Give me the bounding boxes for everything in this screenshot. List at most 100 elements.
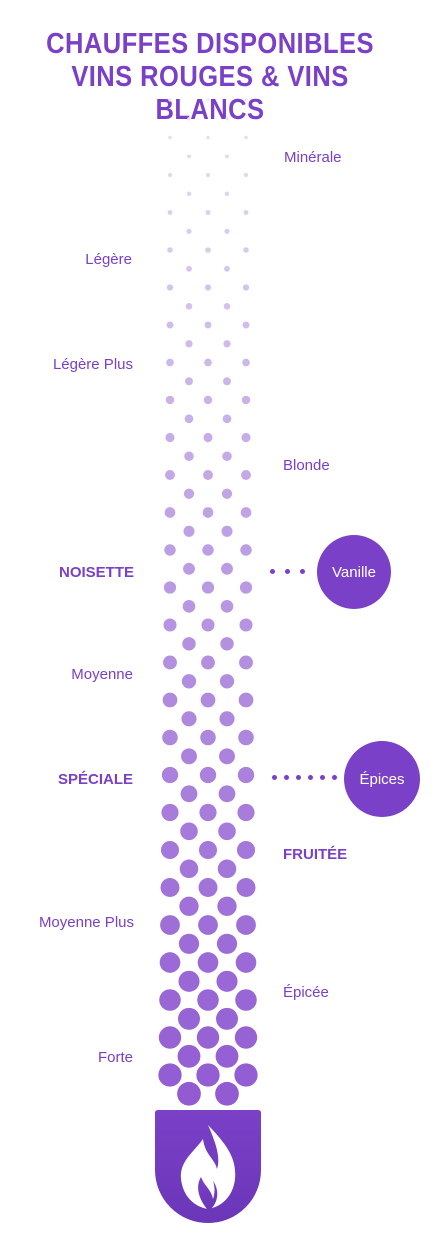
scale-dot (168, 98, 172, 102)
scale-dot (166, 321, 174, 329)
scale-dot (238, 729, 254, 746)
scale-dot (179, 859, 199, 879)
scale-dot (200, 692, 216, 708)
scale-dot (221, 488, 233, 499)
scale-dot (236, 915, 256, 935)
label-moyenne-plus: Moyenne Plus (38, 914, 134, 931)
label-noisette: NOISETTE (58, 564, 134, 581)
leader-dot (296, 775, 301, 780)
scale-dot (181, 711, 197, 727)
scale-dot (178, 1007, 200, 1030)
scale-dot (177, 1044, 201, 1068)
scale-dot (225, 154, 229, 159)
bubble-epices: Épices (344, 741, 420, 817)
scale-dot (218, 785, 236, 803)
scale-dot (204, 321, 212, 329)
scale-dot (187, 154, 191, 159)
scale-dot (242, 358, 250, 367)
scale-dot (160, 915, 180, 935)
label-minerale: Minérale (284, 149, 342, 166)
scale-dot (198, 915, 218, 935)
scale-dot (244, 98, 248, 102)
scale-dot (183, 562, 195, 575)
page-title: CHAUFFES DISPONIBLES VINS ROUGES & VINS … (25, 28, 395, 127)
scale-dot (158, 1063, 182, 1087)
scale-dot (224, 228, 230, 234)
scale-dot (183, 525, 195, 537)
scale-dot (239, 655, 253, 670)
scale-dot (223, 377, 231, 386)
scale-dot (158, 1026, 182, 1049)
scale-dot (197, 989, 219, 1011)
scale-dot (182, 637, 196, 651)
scale-dot (201, 618, 215, 632)
scale-dot (178, 933, 200, 954)
scale-dot (222, 451, 232, 462)
label-speciale: SPÉCIALE (57, 771, 133, 788)
leader-dot (272, 775, 277, 780)
scale-dot (219, 748, 235, 765)
scale-dot (238, 692, 254, 708)
scale-dot (179, 896, 199, 916)
scale-dot (186, 265, 192, 272)
scale-dot (165, 395, 175, 405)
scale-dot (165, 470, 175, 480)
scale-dot (242, 284, 250, 291)
scale-dot (161, 803, 179, 822)
leader-dot (300, 569, 305, 574)
scale-dot (204, 284, 212, 291)
scale-dot (185, 303, 193, 310)
scale-dot (236, 840, 256, 860)
leader-dot (285, 569, 290, 574)
scale-dot (166, 358, 174, 367)
title-line-1: CHAUFFES DISPONIBLES (46, 28, 374, 60)
leader-dot (284, 775, 289, 780)
scale-dot (235, 989, 257, 1011)
scale-dot (241, 470, 251, 480)
scale-dot (187, 117, 191, 121)
scale-dot (181, 748, 197, 765)
scale-dot (204, 358, 212, 367)
leader-dot (332, 775, 337, 780)
scale-dot (161, 766, 179, 784)
scale-dot (203, 470, 213, 480)
scale-dot (219, 674, 235, 689)
scale-dot (180, 785, 198, 803)
scale-dot (215, 1081, 239, 1106)
scale-dot (163, 655, 177, 670)
scale-dot (186, 228, 192, 234)
scale-dot (164, 507, 176, 518)
scale-dot (206, 98, 210, 102)
scale-dot (222, 414, 232, 424)
scale-dot (221, 562, 233, 575)
scale-dot (166, 284, 174, 291)
scale-dot (224, 265, 230, 272)
label-epicee: Épicée (283, 984, 329, 1001)
scale-dot (199, 766, 217, 784)
scale-dot (185, 377, 193, 386)
scale-dot (178, 970, 200, 992)
scale-dot (240, 544, 252, 556)
scale-dot (198, 840, 218, 860)
scale-dot (163, 581, 177, 594)
scale-dot (184, 414, 194, 424)
scale-dot (177, 1081, 201, 1106)
label-moyenne: Moyenne (71, 666, 133, 683)
scale-dot (196, 1026, 220, 1049)
scale-dot (205, 247, 211, 253)
scale-dot (203, 432, 213, 443)
label-blonde: Blonde (283, 457, 330, 474)
scale-dot (223, 340, 231, 348)
scale-dot (216, 970, 238, 992)
scale-dot (198, 878, 218, 897)
scale-dot (159, 989, 181, 1011)
scale-dot (162, 729, 178, 746)
scale-dot (236, 878, 256, 897)
scale-dot (202, 507, 214, 518)
scale-dot (243, 210, 249, 215)
bubble-vanille: Vanille (317, 535, 391, 609)
scale-dot (205, 210, 211, 215)
scale-dot (165, 432, 175, 443)
scale-dot (202, 544, 214, 556)
scale-dot (200, 729, 216, 746)
